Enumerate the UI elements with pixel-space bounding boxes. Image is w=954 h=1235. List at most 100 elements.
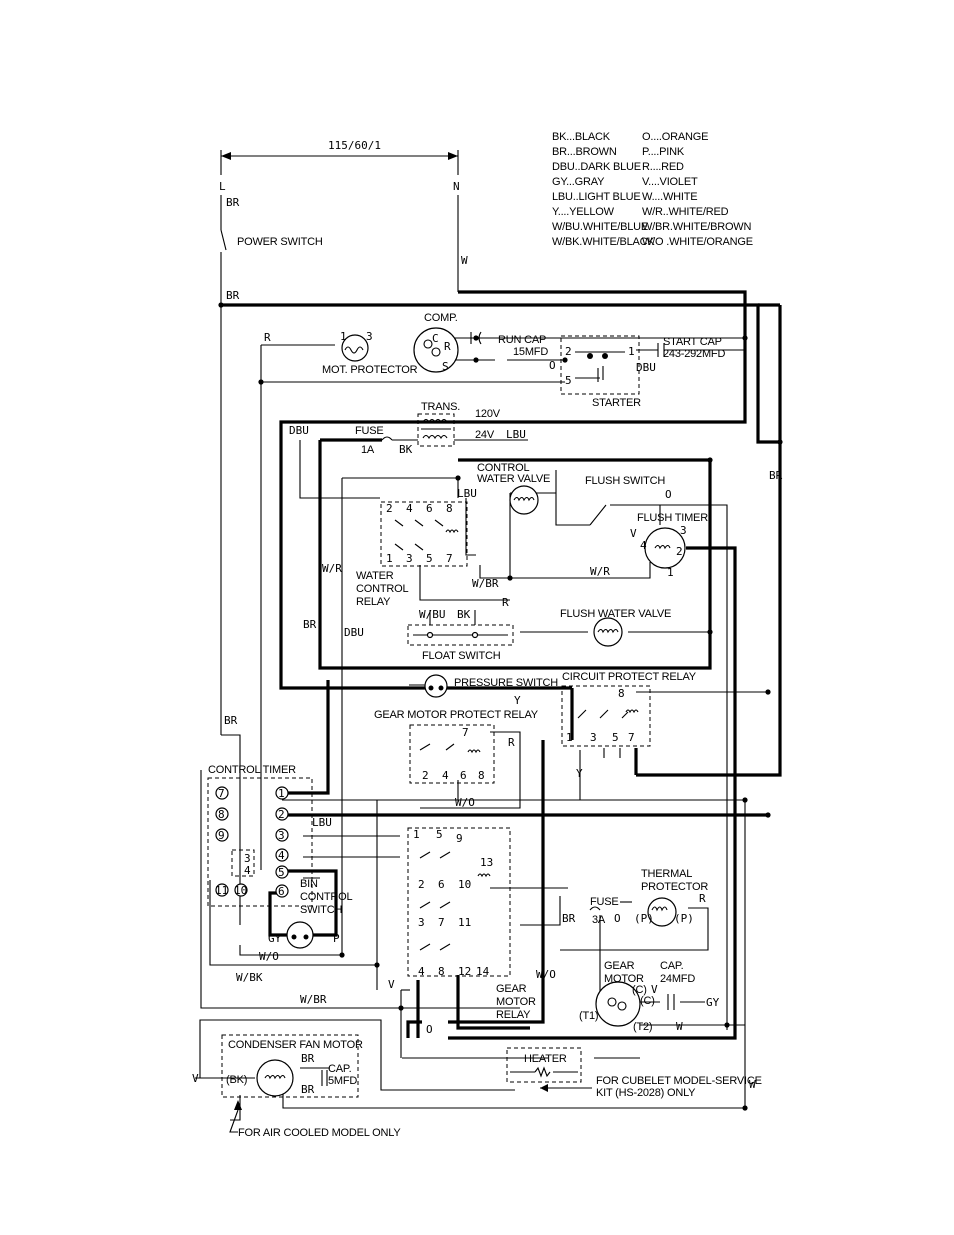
svg-text:1: 1	[413, 828, 420, 841]
svg-text:FOR AIR COOLED MODEL ONLY: FOR AIR COOLED MODEL ONLY	[238, 1127, 401, 1139]
svg-text:TRANS.: TRANS.	[421, 401, 460, 413]
svg-text:4: 4	[244, 864, 251, 877]
fuse-3a: FUSE 3A BR O	[562, 896, 621, 926]
svg-text:14: 14	[476, 965, 490, 978]
legend-left-2: BR...BROWN	[552, 146, 617, 158]
legend-left-5: LBU..LIGHT BLUE	[552, 191, 641, 203]
svg-text:W/BR: W/BR	[300, 993, 327, 1006]
gear-motor-protect-relay: GEAR MOTOR PROTECT RELAY 7 2 4 6 8 R W/O	[374, 709, 539, 809]
svg-text:(P): (P)	[674, 912, 694, 925]
legend-right-8: W/O .WHITE/ORANGE	[642, 236, 753, 248]
svg-text:W/BK: W/BK	[236, 971, 263, 984]
svg-text:7: 7	[438, 916, 445, 929]
svg-text:5: 5	[278, 866, 285, 879]
wires	[195, 195, 782, 1121]
svg-text:MOTOR: MOTOR	[496, 996, 536, 1008]
svg-text:1: 1	[386, 552, 393, 565]
svg-text:1A: 1A	[361, 444, 375, 456]
svg-text:FLOAT SWITCH: FLOAT SWITCH	[422, 650, 501, 662]
svg-text:W/O: W/O	[536, 968, 556, 981]
fuse-1a: FUSE 1A BK DBU	[289, 424, 413, 456]
svg-text:LBU: LBU	[312, 816, 332, 829]
gear-motor-capacitor: CAP. 24MFD GY	[660, 960, 720, 1010]
svg-text:(T1): (T1)	[579, 1010, 598, 1022]
svg-text:24MFD: 24MFD	[660, 973, 695, 985]
pressure-switch: PRESSURE SWITCH Y	[424, 674, 558, 707]
svg-text:FOR CUBELET MODEL-SERVICE: FOR CUBELET MODEL-SERVICE	[596, 1075, 762, 1087]
circuit-protect-relay: CIRCUIT PROTECT RELAY 8 1 3 5 7 Y	[561, 671, 697, 780]
svg-text:O: O	[426, 1023, 433, 1036]
svg-text:8: 8	[218, 808, 225, 821]
svg-text:243-292MFD: 243-292MFD	[663, 348, 725, 360]
legend-left-3: DBU..DARK BLUE	[552, 161, 641, 173]
svg-text:DBU: DBU	[289, 424, 309, 437]
svg-text:W/O: W/O	[259, 950, 279, 963]
svg-text:RUN CAP: RUN CAP	[498, 334, 546, 346]
svg-text:(C): (C)	[632, 984, 647, 996]
svg-text:RELAY: RELAY	[356, 596, 391, 608]
svg-text:5: 5	[612, 731, 619, 744]
svg-text:2: 2	[418, 878, 425, 891]
svg-text:4: 4	[406, 502, 413, 515]
svg-text:8: 8	[438, 965, 445, 978]
svg-text:S: S	[442, 360, 449, 373]
flush-timer: FLUSH TIMER 3 4 2 1 V W/R W/BR	[472, 512, 708, 590]
svg-text:V: V	[388, 978, 395, 991]
svg-text:W/BR: W/BR	[472, 577, 499, 590]
svg-text:BR: BR	[562, 912, 576, 925]
svg-text:24V: 24V	[475, 429, 495, 441]
svg-text:FUSE: FUSE	[590, 896, 619, 908]
svg-text:R: R	[502, 596, 509, 609]
svg-text:BIN: BIN	[300, 878, 318, 890]
thermal-protector: THERMAL PROTECTOR (P) (P) R	[634, 868, 709, 927]
svg-text:15MFD: 15MFD	[513, 346, 548, 358]
heater: HEATER	[506, 1047, 582, 1083]
svg-text:DBU: DBU	[636, 361, 656, 374]
svg-text:9: 9	[456, 832, 463, 845]
svg-text:BR: BR	[226, 196, 240, 209]
svg-text:CONTROL: CONTROL	[356, 583, 408, 595]
svg-text:(C): (C)	[640, 995, 655, 1007]
svg-text:MOTOR: MOTOR	[604, 973, 644, 985]
svg-text:1: 1	[667, 566, 674, 579]
svg-text:BR: BR	[224, 714, 238, 727]
svg-text:FLUSH SWITCH: FLUSH SWITCH	[585, 475, 665, 487]
svg-text:PROTECTOR: PROTECTOR	[641, 881, 708, 893]
svg-text:W/R: W/R	[322, 562, 342, 575]
mot-protector-label: MOT. PROTECTOR	[322, 364, 418, 376]
legend-right-1: O....ORANGE	[642, 131, 708, 143]
svg-text:RELAY: RELAY	[496, 1009, 531, 1021]
svg-text:2: 2	[565, 345, 572, 358]
svg-text:W/R: W/R	[590, 565, 610, 578]
starter-label: STARTER	[592, 397, 641, 409]
svg-text:O: O	[665, 488, 672, 501]
svg-text:11: 11	[458, 916, 471, 929]
svg-text:13: 13	[480, 856, 493, 869]
svg-text:CONTROL: CONTROL	[300, 891, 352, 903]
supply-voltage: 115/60/1	[328, 139, 381, 152]
svg-text:3: 3	[278, 829, 285, 842]
svg-text:BK: BK	[399, 443, 413, 456]
flush-water-valve: FLUSH WATER VALVE	[560, 608, 671, 647]
svg-text:SWITCH: SWITCH	[300, 904, 342, 916]
svg-text:2: 2	[278, 808, 285, 821]
svg-text:CAP.: CAP.	[328, 1063, 352, 1075]
legend-left-7: W/BU.WHITE/BLUE	[552, 221, 648, 233]
svg-text:O: O	[549, 359, 556, 372]
svg-text:GY: GY	[706, 996, 720, 1009]
svg-text:BR: BR	[301, 1052, 315, 1065]
svg-text:10: 10	[458, 878, 471, 891]
svg-text:1: 1	[566, 731, 573, 744]
svg-text:5: 5	[565, 374, 572, 387]
svg-text:CONTROL: CONTROL	[477, 462, 529, 474]
svg-text:8: 8	[478, 769, 485, 782]
svg-text:3A: 3A	[592, 914, 606, 926]
svg-text:5: 5	[426, 552, 433, 565]
svg-text:CONDENSER FAN MOTOR: CONDENSER FAN MOTOR	[228, 1039, 363, 1051]
svg-text:2: 2	[386, 502, 393, 515]
svg-text:LBU: LBU	[506, 428, 526, 441]
svg-text:CIRCUIT PROTECT RELAY: CIRCUIT PROTECT RELAY	[562, 671, 697, 683]
svg-text:P: P	[333, 932, 340, 945]
legend-right-2: P....PINK	[642, 146, 685, 158]
